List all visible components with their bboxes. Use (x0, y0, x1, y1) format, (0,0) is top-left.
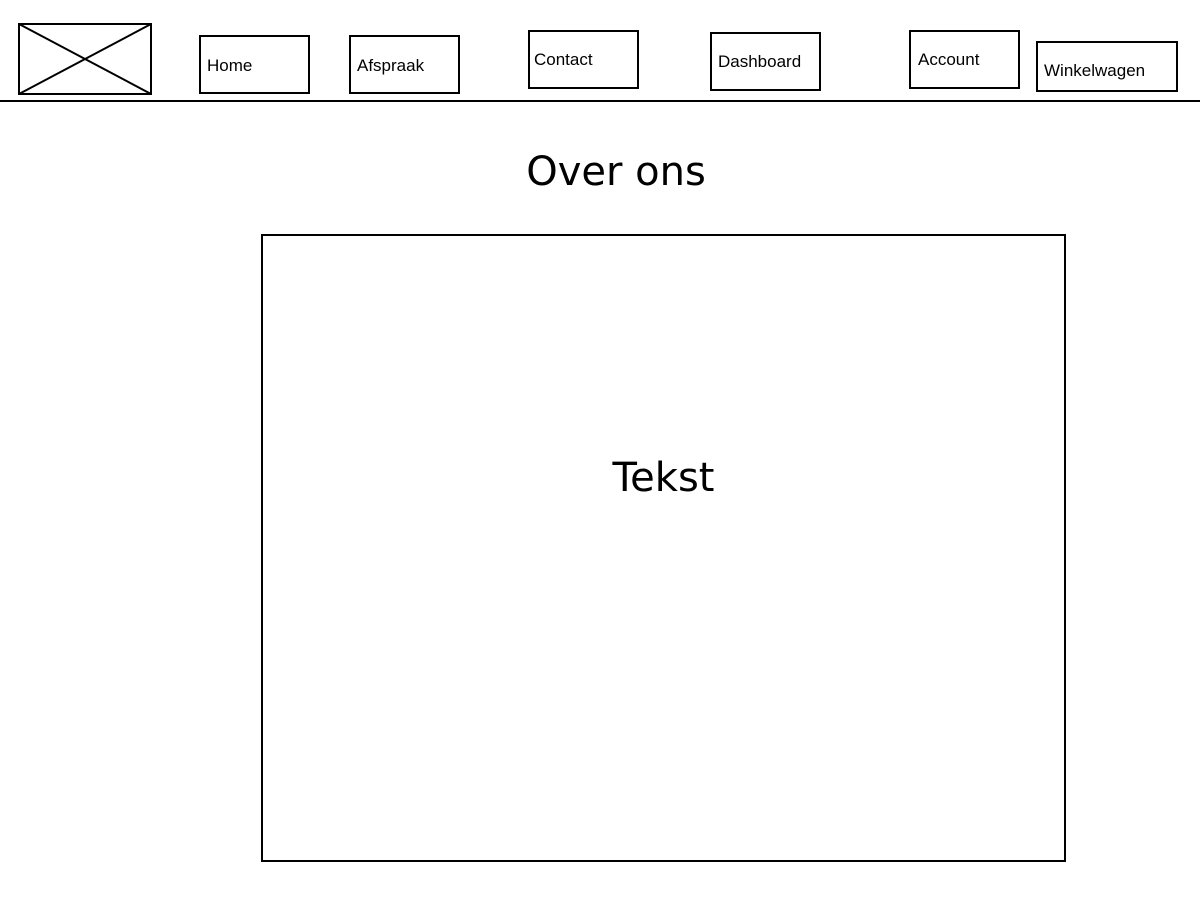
nav-dashboard-button[interactable]: Dashboard (710, 32, 821, 91)
header-divider (0, 100, 1200, 102)
content-text: Tekst (612, 455, 715, 501)
content-box: Tekst (261, 234, 1066, 862)
page-title-container: Over ons (0, 146, 1200, 198)
logo-placeholder-icon[interactable] (18, 23, 152, 95)
nav-home-button[interactable]: Home (199, 35, 310, 94)
nav-winkelwagen-button[interactable]: Winkelwagen (1036, 41, 1178, 92)
page-title: Over ons (526, 149, 706, 195)
nav-contact-button[interactable]: Contact (528, 30, 639, 89)
nav-afspraak-button[interactable]: Afspraak (349, 35, 460, 94)
nav-account-button[interactable]: Account (909, 30, 1020, 89)
